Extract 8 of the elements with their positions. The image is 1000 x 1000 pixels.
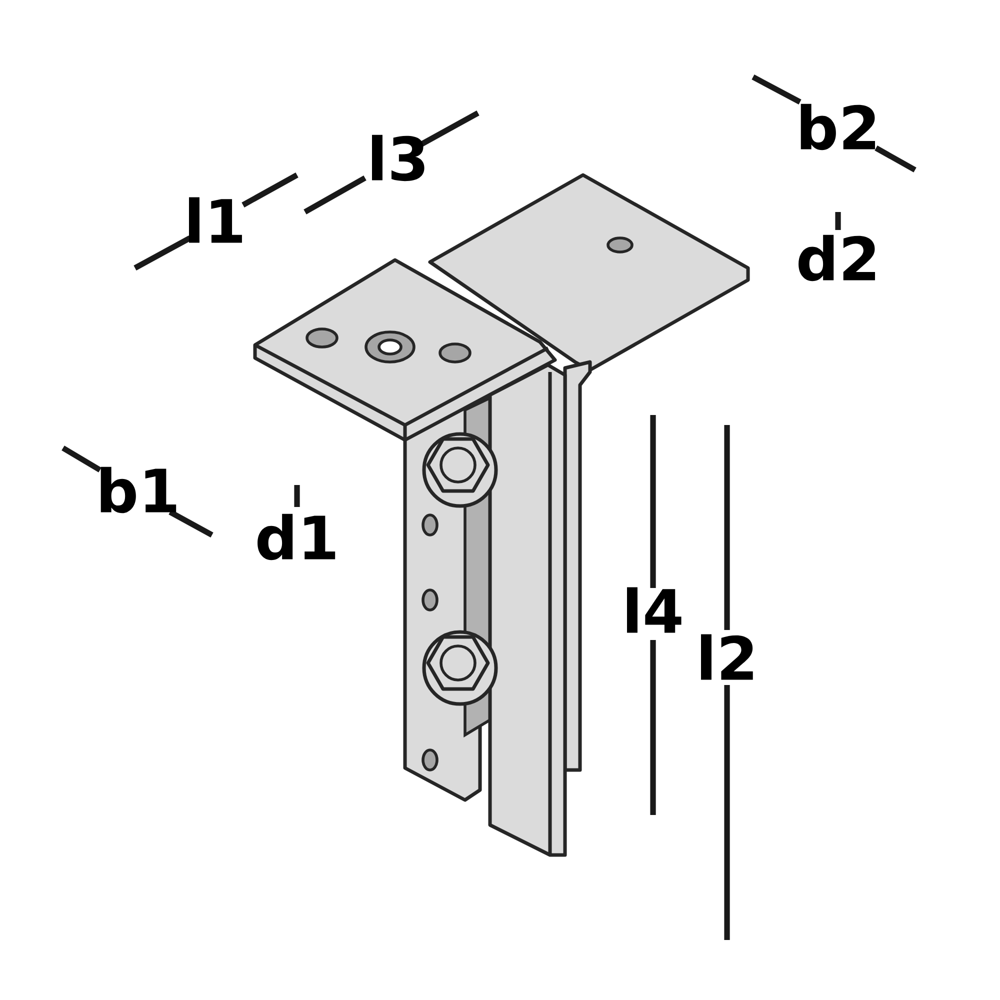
dimension-label: d2 bbox=[798, 234, 876, 282]
dimension-label: b2 bbox=[800, 104, 876, 150]
dimension-label: l2 bbox=[701, 634, 753, 680]
dimension-label: l3 bbox=[372, 134, 424, 182]
dimension-label: l4 bbox=[627, 587, 682, 633]
dimension-label: b1 bbox=[100, 466, 176, 514]
dimension-label: l1 bbox=[189, 197, 242, 243]
dimension-label: d1 bbox=[258, 514, 336, 560]
